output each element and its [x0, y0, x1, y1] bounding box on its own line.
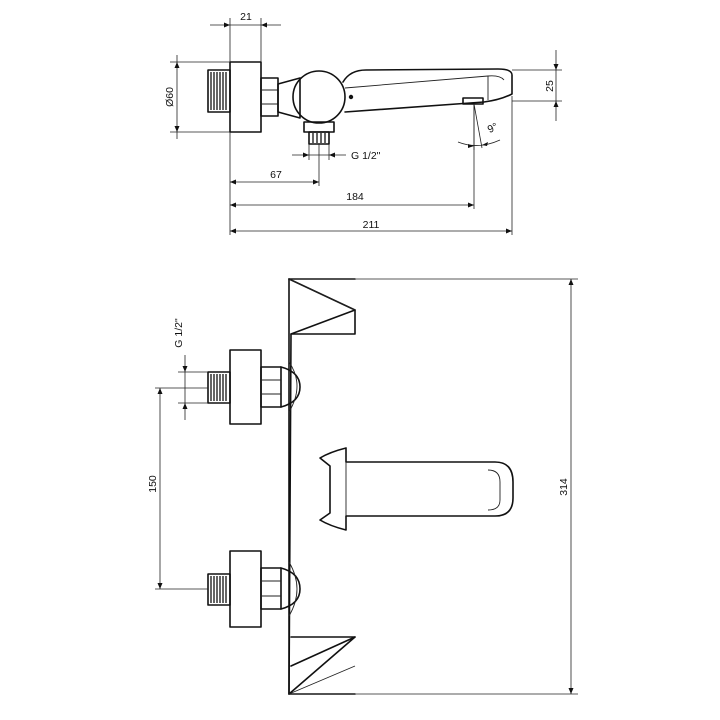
top-diverter-dot	[348, 94, 354, 100]
front-main-body	[288, 278, 356, 695]
top-main-body	[292, 70, 346, 124]
dim-label-g-half-front: G 1/2"	[173, 318, 185, 348]
dim-label-21: 21	[240, 11, 252, 23]
dim-label-angle-9: 9°	[486, 121, 500, 136]
top-view: 21 Ø60 25 G 1/2"	[164, 11, 562, 235]
front-spout	[319, 447, 514, 531]
dim-label-diameter-60: Ø60	[164, 87, 176, 107]
dim-label-184: 184	[346, 191, 364, 203]
dim-angle-9: 9°	[457, 103, 501, 150]
dim-g-half-top: G 1/2"	[292, 144, 381, 162]
front-top-inlet	[207, 349, 301, 425]
top-body-connector	[277, 77, 301, 119]
top-hex-nut	[260, 77, 279, 117]
front-bottom-inlet	[207, 550, 301, 628]
dim-label-g-half-top: G 1/2"	[351, 150, 381, 162]
dim-label-25: 25	[544, 80, 556, 92]
dim-label-314: 314	[558, 478, 570, 496]
top-wall-flange	[229, 61, 262, 133]
dim-label-67: 67	[270, 169, 282, 181]
dim-label-211: 211	[363, 219, 380, 231]
dim-150: 150	[147, 387, 208, 590]
dim-67: 67	[229, 132, 320, 235]
dim-diameter-60: Ø60	[164, 55, 230, 139]
front-view: G 1/2" 150 314	[147, 278, 578, 695]
dim-25: 25	[512, 50, 562, 121]
dim-21: 21	[210, 11, 281, 62]
dim-314: 314	[289, 278, 578, 695]
dim-g-half-front: G 1/2"	[173, 318, 208, 420]
dim-211: 211	[230, 96, 513, 235]
top-spout	[342, 68, 513, 113]
dim-label-150: 150	[147, 475, 159, 493]
top-inlet-thread	[207, 69, 231, 113]
top-spout-outlet	[462, 97, 484, 105]
top-bottom-nut	[303, 121, 335, 145]
